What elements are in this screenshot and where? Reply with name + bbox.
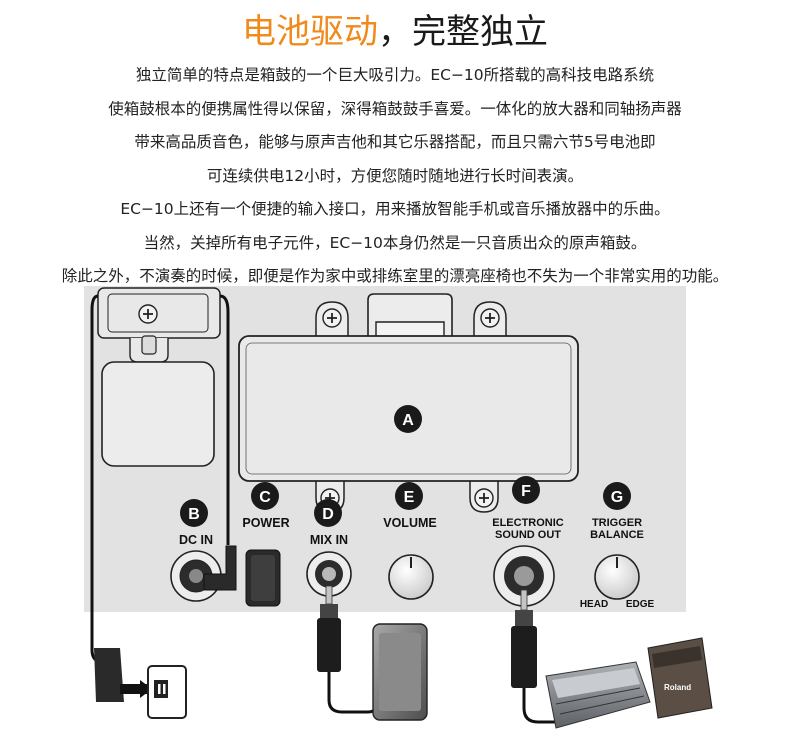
- sound-out-cable: [511, 589, 566, 724]
- badge-e: E: [395, 482, 423, 510]
- svg-text:F: F: [521, 483, 531, 500]
- title-separator: ，: [378, 12, 412, 52]
- dc-cable-plug-wire: [219, 294, 230, 545]
- badge-f: F: [512, 476, 540, 504]
- badge-b: B: [180, 499, 208, 527]
- head-label: HEAD: [580, 599, 608, 610]
- title-accent: 电池驱动: [242, 12, 378, 52]
- wall-outlet: [147, 665, 187, 719]
- description-paragraph: 独立简单的特点是箱鼓的一个巨大吸引力。EC−10所搭载的高科技电路系统 使箱鼓根…: [0, 59, 790, 294]
- sound-out-label-line2: SOUND OUT: [495, 529, 561, 541]
- screw-left: [315, 301, 349, 342]
- paragraph-line: 使箱鼓根本的便携属性得以保留，深得箱鼓鼓手喜爱。一体化的放大器和同轴扬声器: [108, 99, 682, 118]
- screw-bottom-right: [469, 478, 499, 513]
- svg-text:G: G: [611, 489, 623, 506]
- amp-brand-label: Roland: [664, 683, 691, 692]
- svg-text:D: D: [322, 506, 334, 523]
- svg-text:C: C: [259, 489, 271, 506]
- badge-a: A: [394, 405, 422, 433]
- paragraph-line: 带来高品质音色，能够与原声吉他和其它乐器搭配，而且只需六节5号电池即: [134, 133, 656, 151]
- paragraph-line: 当然，关掉所有电子元件，EC−10本身仍然是一只音质出众的原声箱鼓。: [143, 233, 647, 252]
- volume-label: VOLUME: [383, 516, 436, 530]
- mix-in-label: MIX IN: [310, 533, 348, 547]
- dc-in-label: DC IN: [179, 533, 213, 547]
- title-rest: 完整独立: [412, 12, 548, 52]
- volume-knob[interactable]: [388, 554, 434, 600]
- trigger-label-line2: BALANCE: [590, 529, 644, 541]
- badge-g: G: [603, 482, 631, 510]
- paragraph-line: 可连续供电12小时，方便您随时随地进行长时间表演。: [206, 166, 584, 185]
- power-switch[interactable]: [245, 549, 281, 607]
- paragraph-line: 独立简单的特点是箱鼓的一个巨大吸引力。EC−10所搭载的高科技电路系统: [135, 66, 655, 84]
- guitar-amp: Roland: [647, 637, 713, 719]
- sound-out-jack[interactable]: [493, 545, 555, 607]
- dc-plug: [203, 545, 237, 591]
- trigger-balance-knob[interactable]: [594, 554, 640, 600]
- badge-c: C: [251, 482, 279, 510]
- svg-text:B: B: [188, 506, 200, 523]
- paragraph-line: EC−10上还有一个便捷的输入接口，用来播放智能手机或音乐播放器中的乐曲。: [120, 200, 670, 218]
- page-title: 电池驱动，完整独立: [0, 10, 790, 54]
- mix-in-cable: [317, 585, 380, 714]
- smartphone: [372, 623, 428, 721]
- sound-out-label-line1: ELECTRONIC: [492, 517, 564, 529]
- screw-right: [473, 301, 507, 342]
- edge-label: EDGE: [626, 599, 655, 610]
- power-label: POWER: [242, 516, 289, 530]
- paragraph-line: 除此之外，不演奏的时候，即便是作为家中或排练室里的漂亮座椅也不失为一个非常实用的…: [61, 267, 729, 285]
- badge-d: D: [314, 499, 342, 527]
- panel-diagram: DC IN POWER MIX IN VOLUME ELECTRONIC SOU…: [84, 286, 713, 729]
- trigger-label-line1: TRIGGER: [592, 517, 642, 529]
- mounting-block: [101, 361, 215, 467]
- ac-adapter: [94, 648, 152, 702]
- svg-text:A: A: [402, 412, 414, 429]
- mixer-console: [545, 661, 651, 729]
- svg-text:E: E: [404, 489, 415, 506]
